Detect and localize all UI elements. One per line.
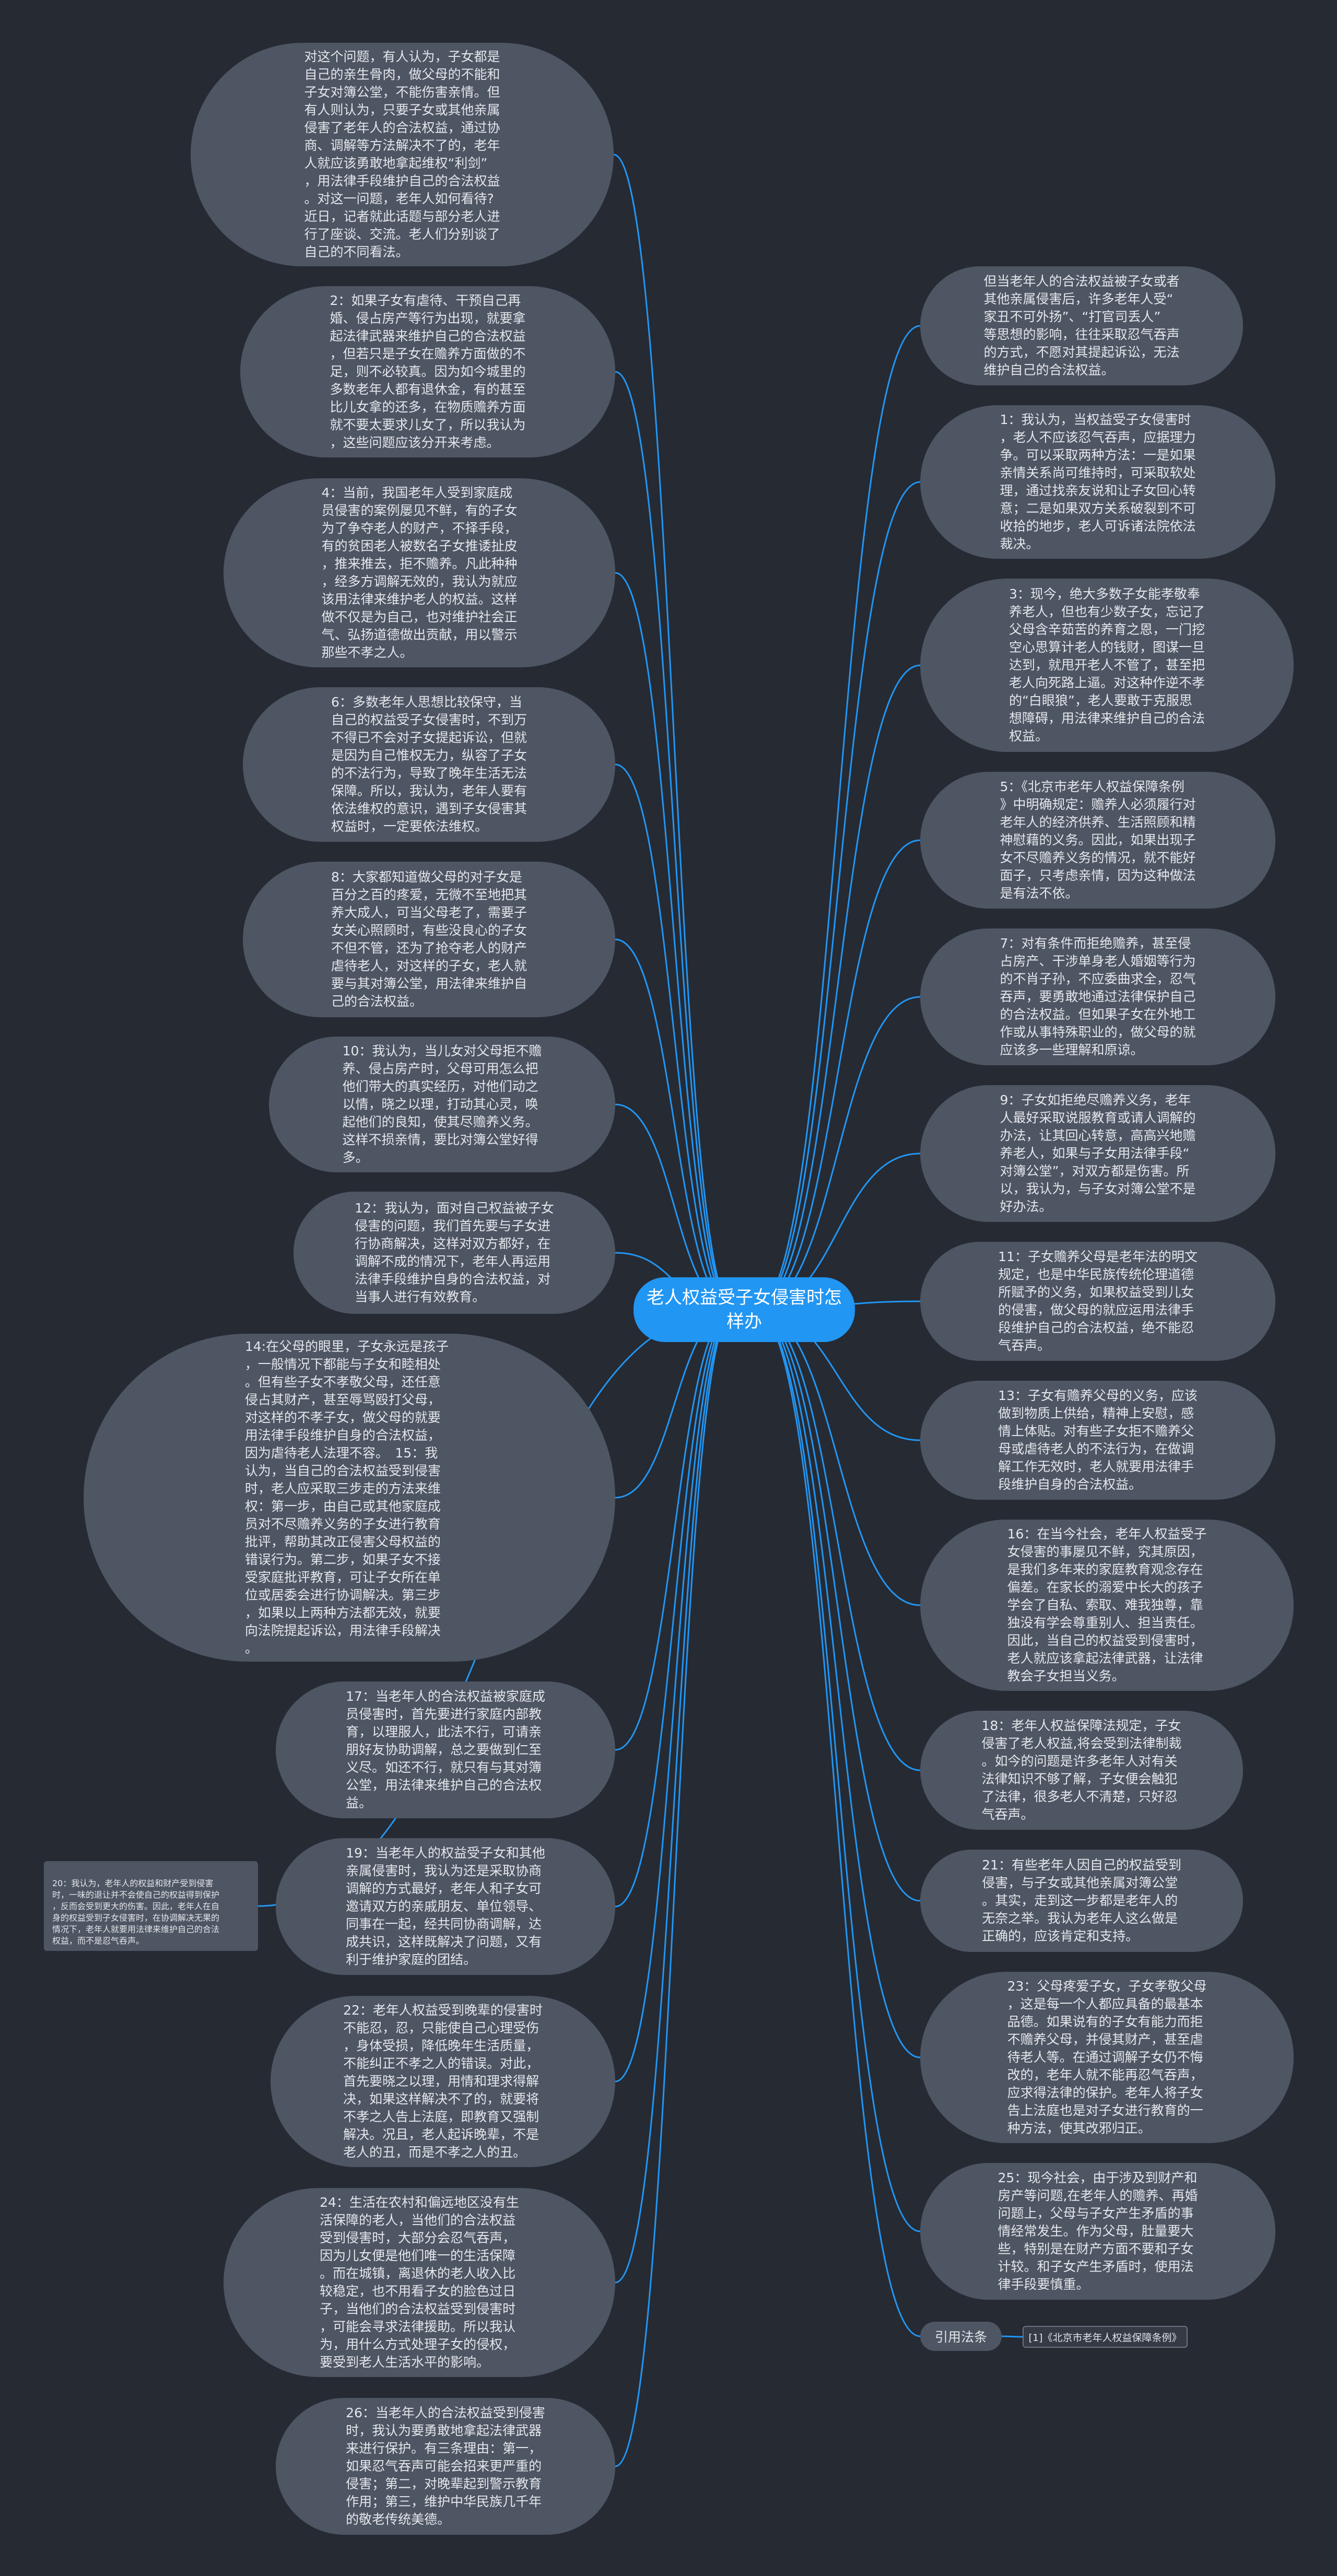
node-text: 9：子女如拒绝尽赡养义务，老年 人最好采取说服教育或请人调解的 办法，让其回心转…	[1000, 1092, 1196, 1214]
connector-l2	[615, 371, 734, 1311]
connector-r11	[754, 1309, 921, 1902]
node-text: 17：当老年人的合法权益被家庭成 员侵害时，首先要进行家庭内部教 育，以理服人，…	[346, 1689, 545, 1810]
node-text: 7：对有条件而拒绝赡养，甚至侵 占房产、干涉单身老人婚姻等行为 的不肖子孙，不应…	[1000, 936, 1196, 1057]
connector-l3	[615, 572, 734, 1311]
node-text: 6：多数老年人思想比较保守，当 自己的权益受子女侵害时，不到万 不得已不会对子女…	[331, 695, 527, 834]
node-text: 12：我认为，面对自己权益被子女 侵害的问题，我们首先要与子女进 行协商解决，这…	[355, 1201, 554, 1304]
opinion-node-22[interactable]: 22：老年人权益受到晚辈的侵害时 不能忍，忍，只能使自己心理受伤 ，身体受损，降…	[271, 1996, 615, 2167]
opinion-node-2[interactable]: 2：如果子女有虐待、干预自己再 婚、侵占房产等行为出现，就要拿 起法律武器来维护…	[240, 286, 615, 457]
legal-reference-item[interactable]: [1]《北京市老年人权益保障条例》	[1023, 2326, 1188, 2348]
node-text: 8：大家都知道做父母的对子女是 百分之百的疼爱，无微不至地把其 养大成人，可当父…	[331, 869, 527, 1009]
connector-l12	[615, 1309, 734, 2284]
node-text: 18：老年人权益保障法规定，子女 侵害了老人权益,将会受到法律制裁 。如今的问题…	[981, 1718, 1182, 1822]
opinion-node-11[interactable]: 11：子女赡养父母是老年法的明文 规定，也是中华民族传统伦理道德 所赋予的义务，…	[920, 1242, 1275, 1361]
node-text: 22：老年人权益受到晚辈的侵害时 不能忍，忍，只能使自己心理受伤 ，身体受损，降…	[343, 2003, 543, 2160]
opinion-node-1[interactable]: 1：我认为，当权益受子女侵害时 ，老人不应该忍气吞声，应据理力 争。可以采取两种…	[920, 405, 1275, 559]
node-text: 14:在父母的眼里，子女永远是孩子 ，一般情况下都能与子女和睦相处 。但有些子女…	[244, 1339, 449, 1656]
connector-ref-item	[1001, 2335, 1023, 2338]
connector-r2	[754, 481, 921, 1311]
connector-l13	[615, 1309, 734, 2467]
opinion-node-4[interactable]: 4：当前，我国老年人受到家庭成 员侵害的案例屡见不鲜，有的子女 为了争夺老人的财…	[224, 478, 615, 667]
connector-r13	[754, 1309, 921, 2232]
connector-r9	[754, 1309, 921, 1606]
node-text: 10：我认为，当儿女对父母拒不赡 养、侵占房产时，父母可用怎么把 他们带大的真实…	[342, 1043, 542, 1165]
node-text: 23：父母疼爱子女，子女孝敬父母 ，这是每一个人都应具备的最基本 品德。如果说有…	[1007, 1979, 1207, 2136]
node-text: 但当老年人的合法权益被子女或者 其他亲属侵害后，许多老年人受“ 家丑不可外扬”、…	[983, 274, 1180, 378]
connector-r1	[754, 325, 921, 1311]
node-text: 13：子女有赡养父母的义务，应该 做到物质上供给，精神上安慰，感 情上体贴。对有…	[998, 1388, 1198, 1492]
node-text: 1：我认为，当权益受子女侵害时 ，老人不应该忍气吞声，应据理力 争。可以采取两种…	[1000, 412, 1196, 551]
node-text: 21：有些老年人因自己的权益受到 侵害，与子女或其他亲属对簿公堂 。其实，走到这…	[982, 1857, 1181, 1944]
opinion-node-13[interactable]: 13：子女有赡养父母的义务，应该 做到物质上供给，精神上安慰，感 情上体贴。对有…	[920, 1381, 1275, 1500]
node-text: 5：《北京市老年人权益保障条例 》中明确规定：赡养人必须履行对 老年人的经济供养…	[1000, 779, 1196, 901]
node-text: 11：子女赡养父母是老年法的明文 规定，也是中华民族传统伦理道德 所赋予的义务，…	[998, 1249, 1198, 1353]
root-topic-label: 老人权益受子女侵害时怎 样办	[647, 1287, 842, 1332]
connector-r4	[754, 839, 921, 1311]
note-text: 20：我认为，老年人的权益和财产受到侵害 时，一味的退让并不会使自己的权益得到保…	[52, 1878, 220, 1946]
connector-l10	[615, 1309, 734, 1908]
opinion-node-19[interactable]: 19：当老年人的权益受子女和其他 亲属侵害时，我认为还是采取协商 调解的方式最好…	[276, 1838, 615, 1975]
opinion-node-17[interactable]: 17：当老年人的合法权益被家庭成 员侵害时，首先要进行家庭内部教 育，以理服人，…	[276, 1681, 615, 1818]
node-text: 16：在当今社会，老年人权益受子 女侵害的事屡见不鲜，究其原因， 是我们多年来的…	[1007, 1526, 1207, 1684]
opinion-node-16[interactable]: 16：在当今社会，老年人权益受子 女侵害的事屡见不鲜，究其原因， 是我们多年来的…	[920, 1520, 1294, 1691]
node-text: 对这个问题，有人认为，子女都是 自己的亲生骨肉，做父母的不能和 子女对簿公堂，不…	[304, 49, 500, 260]
legal-reference-label: 引用法条	[934, 2330, 987, 2345]
opinion-node-25[interactable]: 25：现今社会，由于涉及到财产和 房产等问题,在老年人的赡养、再婚 问题上，父母…	[920, 2163, 1275, 2300]
opinion-node-24[interactable]: 24：生活在农村和偏远地区没有生 活保障的老人，当他们的合法权益 受到侵害时，大…	[224, 2188, 615, 2377]
opinion-node-6[interactable]: 6：多数老年人思想比较保守，当 自己的权益受子女侵害时，不到万 不得已不会对子女…	[243, 687, 615, 842]
node-text: 24：生活在农村和偏远地区没有生 活保障的老人，当他们的合法权益 受到侵害时，大…	[320, 2195, 519, 2370]
opinion-node-intro[interactable]: 对这个问题，有人认为，子女都是 自己的亲生骨肉，做父母的不能和 子女对簿公堂，不…	[191, 43, 614, 266]
opinion-node-7[interactable]: 7：对有条件而拒绝赡养，甚至侵 占房产、干涉单身老人婚姻等行为 的不肖子孙，不应…	[920, 928, 1275, 1065]
opinion-node-8[interactable]: 8：大家都知道做父母的对子女是 百分之百的疼爱，无微不至地把其 养大成人，可当父…	[243, 862, 615, 1017]
opinion-node-18[interactable]: 18：老年人权益保障法规定，子女 侵害了老人权益,将会受到法律制裁 。如今的问题…	[920, 1711, 1243, 1830]
legal-reference-node[interactable]: 引用法条	[920, 2322, 1002, 2351]
opinion-node-23[interactable]: 23：父母疼爱子女，子女孝敬父母 ，这是每一个人都应具备的最基本 品德。如果说有…	[920, 1972, 1294, 2143]
connector-ref	[754, 1309, 921, 2337]
node-text: 19：当老年人的权益受子女和其他 亲属侵害时，我认为还是采取协商 调解的方式最好…	[346, 1845, 545, 1967]
node-text: 4：当前，我国老年人受到家庭成 员侵害的案例屡见不鲜，有的子女 为了争夺老人的财…	[321, 485, 518, 660]
connector-r10	[754, 1309, 921, 1771]
opinion-node-12[interactable]: 12：我认为，面对自己权益被子女 侵害的问题，我们首先要与子女进 行协商解决，这…	[294, 1192, 615, 1314]
connector-l4	[615, 763, 734, 1311]
connector-r12	[754, 1309, 921, 2059]
node-text: 3：现今，绝大多数子女能孝敬奉 养老人，但也有少数子女，忘记了 父母含辛茹苦的养…	[1008, 586, 1205, 744]
node-text: 26：当老年人的合法权益受到侵害 时，我认为要勇敢地拿起法律武器 来进行保护。有…	[346, 2405, 545, 2527]
opinion-node-10[interactable]: 10：我认为，当儿女对父母拒不赡 养、侵占房产时，父母可用怎么把 他们带大的真实…	[269, 1037, 615, 1172]
node-text: 2：如果子女有虐待、干预自己再 婚、侵占房产等行为出现，就要拿 起法律武器来维护…	[330, 293, 526, 450]
opinion-node-5[interactable]: 5：《北京市老年人权益保障条例 》中明确规定：赡养人必须履行对 老年人的经济供养…	[920, 772, 1275, 909]
legal-reference-text: [1]《北京市老年人权益保障条例》	[1028, 2332, 1182, 2344]
opinion-node-3[interactable]: 3：现今，绝大多数子女能孝敬奉 养老人，但也有少数子女，忘记了 父母含辛茹苦的养…	[920, 579, 1294, 752]
opinion-note-20[interactable]: 20：我认为，老年人的权益和财产受到侵害 时，一味的退让并不会使自己的权益得到保…	[44, 1861, 258, 1951]
connector-r5	[754, 996, 921, 1311]
node-text: 25：现今社会，由于涉及到财产和 房产等问题,在老年人的赡养、再婚 问题上，父母…	[998, 2170, 1198, 2292]
connector-l1	[613, 154, 734, 1311]
opinion-node-9[interactable]: 9：子女如拒绝尽赡养义务，老年 人最好采取说服教育或请人调解的 办法，让其回心转…	[920, 1085, 1275, 1222]
opinion-node-intro-right[interactable]: 但当老年人的合法权益被子女或者 其他亲属侵害后，许多老年人受“ 家丑不可外扬”、…	[920, 266, 1243, 385]
connector-l9	[615, 1309, 734, 1751]
connector-l11	[615, 1309, 734, 2083]
opinion-node-14-15[interactable]: 14:在父母的眼里，子女永远是孩子 ，一般情况下都能与子女和睦相处 。但有些子女…	[84, 1334, 615, 1662]
root-topic[interactable]: 老人权益受子女侵害时怎 样办	[634, 1277, 855, 1342]
opinion-node-21[interactable]: 21：有些老年人因自己的权益受到 侵害，与子女或其他亲属对簿公堂 。其实，走到这…	[920, 1850, 1243, 1952]
opinion-node-26[interactable]: 26：当老年人的合法权益受到侵害 时，我认为要勇敢地拿起法律武器 来进行保护。有…	[276, 2398, 615, 2535]
connector-r3	[754, 664, 921, 1311]
